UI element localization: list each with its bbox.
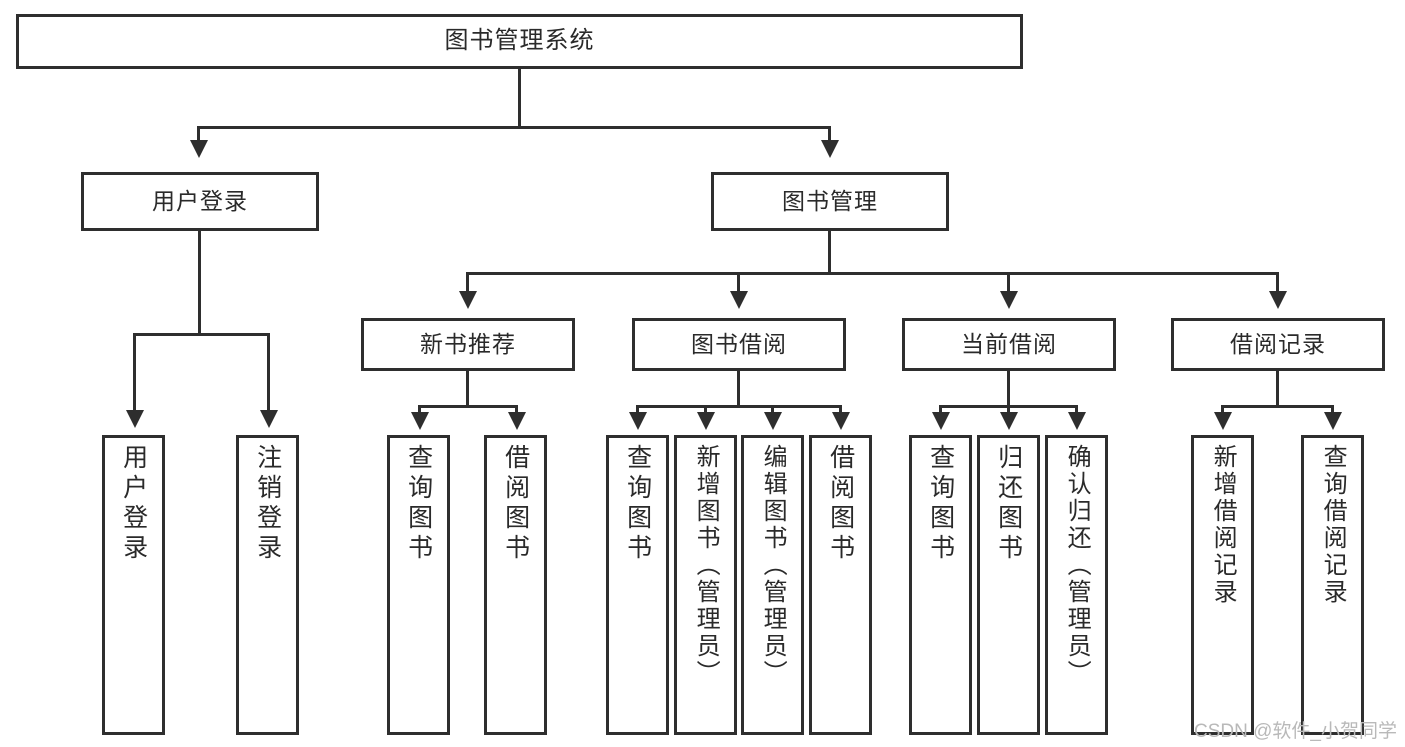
node-borrow-record[interactable]: 借阅记录 bbox=[1171, 318, 1385, 371]
connector-user-login-bar bbox=[133, 333, 270, 336]
arrow-to-leaf-logout bbox=[260, 410, 278, 428]
leaf-confirm-return-admin[interactable]: 确认归还（管理员） bbox=[1045, 435, 1108, 735]
arrow-borrow-record-leaf-1 bbox=[1214, 412, 1232, 430]
leaf-query-book-recommend[interactable]: 查询图书 bbox=[387, 435, 450, 735]
node-label: 借阅记录 bbox=[1230, 330, 1326, 357]
node-label: 新增借阅记录 bbox=[1209, 444, 1237, 606]
arrow-new-book-leaf-1 bbox=[411, 412, 429, 430]
connector-to-book-borrow bbox=[737, 272, 740, 294]
node-label: 查询图书 bbox=[404, 444, 433, 564]
leaf-query-book-current[interactable]: 查询图书 bbox=[909, 435, 972, 735]
connector-book-borrow-l1 bbox=[636, 405, 639, 417]
connector-root-bar bbox=[197, 126, 831, 129]
connector-borrow-record-l1 bbox=[1221, 405, 1224, 417]
node-label: 查询借阅记录 bbox=[1319, 444, 1347, 606]
node-current-borrow[interactable]: 当前借阅 bbox=[902, 318, 1116, 371]
node-label: 编辑图书（管理员） bbox=[759, 444, 787, 687]
leaf-return-book[interactable]: 归还图书 bbox=[977, 435, 1040, 735]
connector-borrow-record-bar bbox=[1221, 405, 1334, 408]
arrow-book-borrow-leaf-2 bbox=[697, 412, 715, 430]
node-book-manage[interactable]: 图书管理 bbox=[711, 172, 949, 231]
connector-book-borrow-stem bbox=[737, 371, 740, 407]
node-label: 用户登录 bbox=[152, 187, 248, 214]
node-book-borrow[interactable]: 图书借阅 bbox=[632, 318, 846, 371]
connector-user-login-stem bbox=[198, 231, 201, 335]
arrow-new-book-leaf-2 bbox=[508, 412, 526, 430]
connector-root-to-book-manage bbox=[828, 126, 831, 144]
connector-book-manage-stem bbox=[828, 231, 831, 274]
node-label: 查询图书 bbox=[623, 444, 652, 564]
connector-user-login-right-drop bbox=[267, 333, 270, 413]
arrow-book-borrow-leaf-3 bbox=[764, 412, 782, 430]
arrow-to-book-manage bbox=[821, 140, 839, 158]
connector-current-borrow-l3 bbox=[1075, 405, 1078, 417]
node-label: 新增图书（管理员） bbox=[692, 444, 720, 687]
leaf-add-book-admin[interactable]: 新增图书（管理员） bbox=[674, 435, 737, 735]
arrow-book-borrow-leaf-4 bbox=[832, 412, 850, 430]
arrow-book-borrow-leaf-1 bbox=[629, 412, 647, 430]
connector-current-borrow-l1 bbox=[939, 405, 942, 417]
node-label: 注销登录 bbox=[253, 444, 282, 564]
node-label: 借阅图书 bbox=[501, 444, 530, 564]
connector-current-borrow-l2 bbox=[1007, 405, 1010, 417]
arrow-current-borrow-leaf-2 bbox=[1000, 412, 1018, 430]
node-label: 当前借阅 bbox=[961, 330, 1057, 357]
arrow-to-borrow-record bbox=[1269, 291, 1287, 309]
leaf-borrow-book-recommend[interactable]: 借阅图书 bbox=[484, 435, 547, 735]
node-label: 用户登录 bbox=[119, 444, 148, 564]
node-label: 确认归还（管理员） bbox=[1063, 444, 1091, 687]
connector-book-borrow-l3 bbox=[771, 405, 774, 417]
leaf-edit-book-admin[interactable]: 编辑图书（管理员） bbox=[741, 435, 804, 735]
connector-root-to-user-login bbox=[197, 126, 200, 144]
arrow-to-new-book bbox=[459, 291, 477, 309]
connector-current-borrow-stem bbox=[1007, 371, 1010, 407]
node-label: 图书管理 bbox=[782, 187, 878, 214]
connector-new-book-l2 bbox=[515, 405, 518, 417]
arrow-to-user-login bbox=[190, 140, 208, 158]
node-label: 新书推荐 bbox=[420, 330, 516, 357]
connector-user-login-left-drop bbox=[133, 333, 136, 413]
connector-book-borrow-l4 bbox=[839, 405, 842, 417]
node-label: 图书借阅 bbox=[691, 330, 787, 357]
node-user-login[interactable]: 用户登录 bbox=[81, 172, 319, 231]
node-new-book-recommend[interactable]: 新书推荐 bbox=[361, 318, 575, 371]
node-label: 图书管理系统 bbox=[444, 27, 595, 55]
connector-to-borrow-record bbox=[1276, 272, 1279, 294]
leaf-add-borrow-record[interactable]: 新增借阅记录 bbox=[1191, 435, 1254, 735]
connector-book-manage-bar bbox=[466, 272, 1279, 275]
connector-root-stem bbox=[518, 69, 521, 128]
connector-new-book-bar bbox=[418, 405, 518, 408]
leaf-user-login[interactable]: 用户登录 bbox=[102, 435, 165, 735]
connector-book-borrow-bar bbox=[636, 405, 842, 408]
arrow-borrow-record-leaf-2 bbox=[1324, 412, 1342, 430]
connector-to-current-borrow bbox=[1007, 272, 1010, 294]
connector-borrow-record-stem bbox=[1276, 371, 1279, 407]
node-label: 借阅图书 bbox=[826, 444, 855, 564]
arrow-current-borrow-leaf-3 bbox=[1068, 412, 1086, 430]
leaf-logout[interactable]: 注销登录 bbox=[236, 435, 299, 735]
leaf-query-borrow-record[interactable]: 查询借阅记录 bbox=[1301, 435, 1364, 735]
arrow-to-leaf-user-login bbox=[126, 410, 144, 428]
node-label: 查询图书 bbox=[926, 444, 955, 564]
arrow-to-book-borrow bbox=[730, 291, 748, 309]
connector-new-book-l1 bbox=[418, 405, 421, 417]
arrow-to-current-borrow bbox=[1000, 291, 1018, 309]
watermark-text: CSDN @软件_小贺同学 bbox=[1194, 721, 1397, 742]
arrow-current-borrow-leaf-1 bbox=[932, 412, 950, 430]
connector-to-new-book bbox=[466, 272, 469, 294]
node-label: 归还图书 bbox=[994, 444, 1023, 564]
node-root-system[interactable]: 图书管理系统 bbox=[16, 14, 1023, 69]
connector-new-book-stem bbox=[466, 371, 469, 407]
connector-book-borrow-l2 bbox=[704, 405, 707, 417]
leaf-borrow-book[interactable]: 借阅图书 bbox=[809, 435, 872, 735]
connector-borrow-record-l2 bbox=[1331, 405, 1334, 417]
leaf-query-book-borrow[interactable]: 查询图书 bbox=[606, 435, 669, 735]
